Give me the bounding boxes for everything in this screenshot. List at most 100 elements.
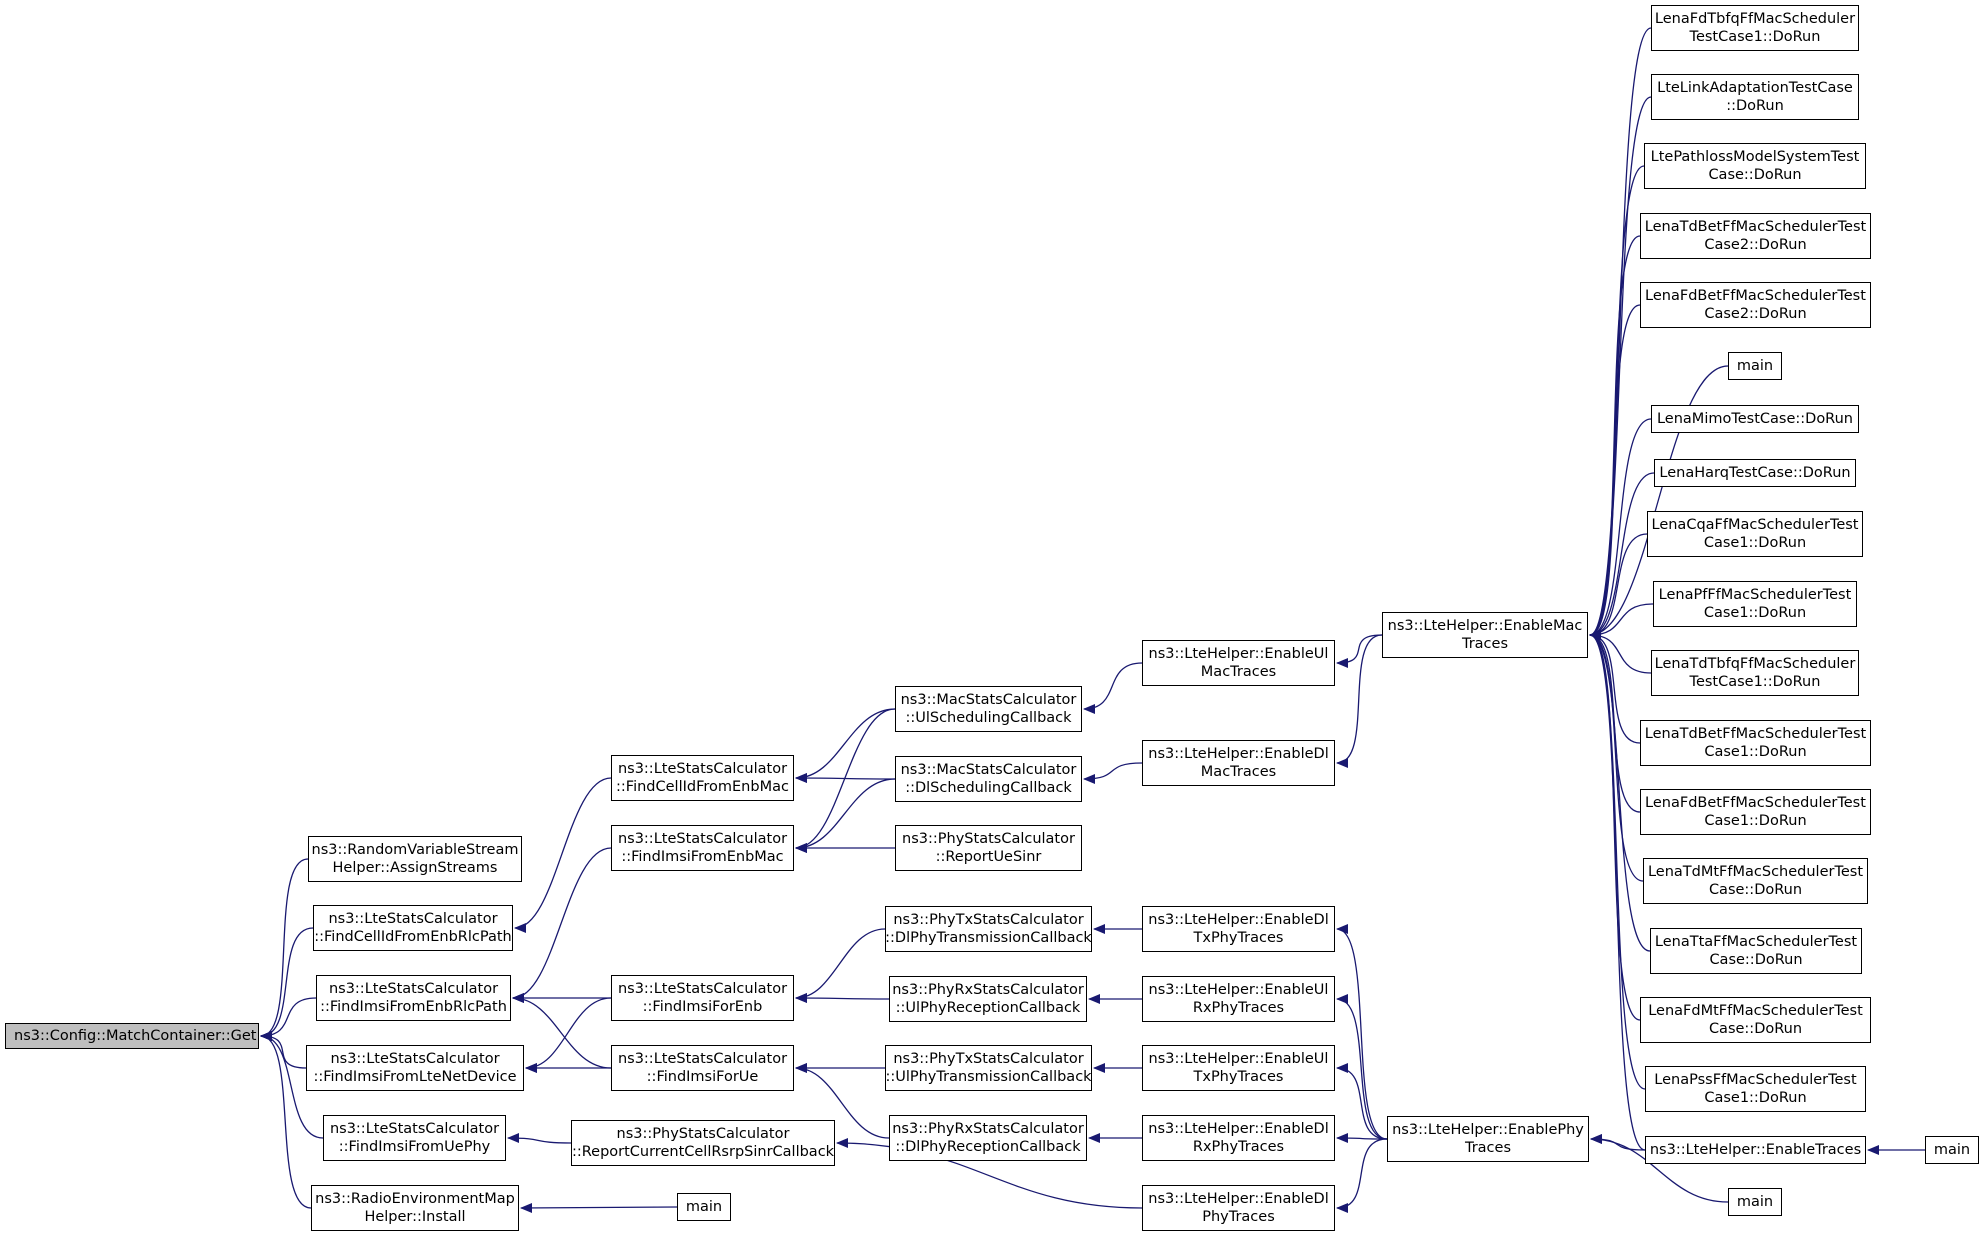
node-ultx[interactable]: ns3::PhyTxStatsCalculator::UlPhyTransmis…	[885, 1045, 1092, 1091]
node-label-line: Case1::DoRun	[1703, 605, 1807, 621]
node-ulrx[interactable]: ns3::PhyRxStatsCalculator::UlPhyReceptio…	[889, 976, 1087, 1022]
edge-enulmac-to-ulsched	[1083, 662, 1143, 714]
edge-entraces-to-enmac	[1589, 630, 1646, 1151]
edge-t14-to-enmac	[1589, 630, 1644, 882]
node-label-line: LenaPfFfMacSchedulerTest	[1658, 587, 1852, 603]
node-main-phy[interactable]: main	[1728, 1188, 1782, 1216]
node-label-line: ::FindImsiFromUePhy	[338, 1139, 491, 1155]
node-dlsched[interactable]: ns3::MacStatsCalculator::DlSchedulingCal…	[895, 756, 1082, 802]
node-label-line: LenaTdTbfqFfMacScheduler	[1654, 656, 1856, 672]
edge-enphy-to-enulrx	[1336, 994, 1388, 1140]
node-ulsched[interactable]: ns3::MacStatsCalculator::UlSchedulingCal…	[895, 686, 1082, 732]
node-label-line: main	[1736, 1194, 1774, 1210]
edge-main-phy-to-enphy	[1590, 1134, 1729, 1203]
node-label-line: ::FindImsiFromLteNetDevice	[313, 1069, 517, 1085]
node-label-line: ns3::PhyTxStatsCalculator	[893, 912, 1084, 928]
node-label-line: TestCase1::DoRun	[1689, 674, 1821, 690]
node-label-line: ns3::LteStatsCalculator	[328, 911, 498, 927]
edge-imsimac-to-imsirlc	[512, 847, 612, 1003]
node-imsirlc[interactable]: ns3::LteStatsCalculator::FindImsiFromEnb…	[316, 975, 511, 1021]
node-label-line: LenaCqaFfMacSchedulerTest	[1651, 517, 1859, 533]
node-label-line: ns3::LteHelper::EnableMac	[1387, 618, 1583, 634]
node-label-line: LenaHarqTestCase::DoRun	[1659, 465, 1851, 481]
edge-ulsched-to-cellmac	[795, 708, 896, 783]
edge-imsinet-to-root	[260, 1031, 307, 1069]
node-label-line: Case2::DoRun	[1704, 237, 1807, 253]
node-label-line: ns3::LteHelper::EnableUl	[1148, 1051, 1329, 1067]
node-cellmac[interactable]: ns3::LteStatsCalculator::FindCellIdFromE…	[611, 755, 794, 801]
node-label-line: ::FindImsiForEnb	[642, 999, 763, 1015]
node-label-line: LenaFdMtFfMacSchedulerTest	[1648, 1003, 1863, 1019]
node-root[interactable]: ns3::Config::MatchContainer::Get	[5, 1023, 259, 1049]
node-label-line: ns3::LteHelper::EnableDl	[1148, 1191, 1329, 1207]
node-label-line: ::DlPhyReceptionCallback	[895, 1139, 1081, 1155]
node-label-line: ns3::LteHelper::EnableUl	[1148, 982, 1329, 998]
node-imsimac[interactable]: ns3::LteStatsCalculator::FindImsiFromEnb…	[611, 825, 794, 871]
node-dltx[interactable]: ns3::PhyTxStatsCalculator::DlPhyTransmis…	[885, 906, 1092, 952]
node-label-line: ::DlPhyTransmissionCallback	[885, 930, 1092, 946]
node-imsiuephy[interactable]: ns3::LteStatsCalculator::FindImsiFromUeP…	[323, 1115, 506, 1161]
edge-t1-to-enmac	[1589, 27, 1652, 640]
node-label-line: ::FindImsiFromEnbMac	[621, 849, 784, 865]
node-imsiue[interactable]: ns3::LteStatsCalculator::FindImsiForUe	[611, 1045, 794, 1091]
edge-t15-to-enmac	[1589, 630, 1651, 952]
node-label-line: Traces	[1461, 636, 1509, 652]
node-label-line: ns3::LteHelper::EnableUl	[1148, 646, 1329, 662]
node-entraces[interactable]: ns3::LteHelper::EnableTraces	[1645, 1136, 1866, 1164]
node-t6[interactable]: main	[1728, 352, 1782, 380]
node-label-line: Case1::DoRun	[1704, 1090, 1807, 1106]
node-label-line: LenaTdBetFfMacSchedulerTest	[1644, 219, 1867, 235]
node-label-line: ns3::PhyStatsCalculator	[616, 1126, 790, 1142]
node-label-line: ns3::RandomVariableStream	[311, 842, 519, 858]
node-t8[interactable]: LenaHarqTestCase::DoRun	[1654, 459, 1856, 487]
node-t7[interactable]: LenaMimoTestCase::DoRun	[1651, 405, 1859, 433]
edge-ulrx-to-imsienb	[795, 993, 890, 1004]
node-label-line: ns3::Config::MatchContainer::Get	[14, 1028, 257, 1044]
node-main-rem[interactable]: main	[677, 1193, 731, 1221]
edge-main-rem-to-rem	[520, 1202, 678, 1213]
node-main-tr[interactable]: main	[1925, 1136, 1979, 1164]
node-label-line: LenaTdBetFfMacSchedulerTest	[1644, 726, 1867, 742]
node-dlrx[interactable]: ns3::PhyRxStatsCalculator::DlPhyReceptio…	[889, 1115, 1087, 1161]
node-label-line: ns3::PhyTxStatsCalculator	[893, 1051, 1084, 1067]
edge-t9-to-enmac	[1589, 533, 1648, 640]
node-uesinr[interactable]: ns3::PhyStatsCalculator::ReportUeSinr	[895, 825, 1082, 871]
node-label-line: LenaTtaFfMacSchedulerTest	[1654, 934, 1858, 950]
node-label-line: ns3::PhyRxStatsCalculator	[892, 1121, 1084, 1137]
node-imsinet[interactable]: ns3::LteStatsCalculator::FindImsiFromLte…	[306, 1045, 524, 1091]
node-rsrp[interactable]: ns3::PhyStatsCalculator::ReportCurrentCe…	[571, 1120, 835, 1166]
node-cellrlc[interactable]: ns3::LteStatsCalculator::FindCellIdFromE…	[313, 905, 513, 951]
node-t2[interactable]: LteLinkAdaptationTestCase::DoRun	[1651, 74, 1859, 120]
node-label-line: ns3::LteStatsCalculator	[330, 1051, 500, 1067]
edge-enphy-to-endlrx	[1336, 1133, 1388, 1144]
node-imsienb[interactable]: ns3::LteStatsCalculator::FindImsiForEnb	[611, 975, 794, 1021]
node-label-line: Case1::DoRun	[1704, 744, 1807, 760]
node-label-line: ::DlSchedulingCallback	[905, 780, 1072, 796]
